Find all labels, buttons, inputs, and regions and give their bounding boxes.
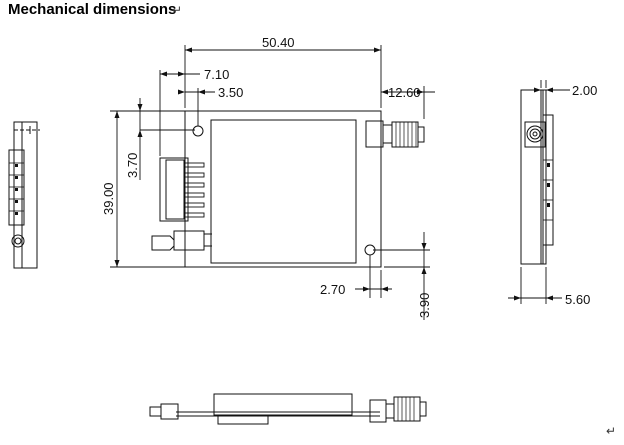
dim-hole-from-top: 3.70 — [125, 153, 140, 178]
paragraph-mark-end: ↵ — [606, 424, 617, 438]
paragraph-mark: ↵ — [172, 3, 183, 17]
dim-offset-pins: 7.10 — [204, 67, 229, 82]
left-side-view — [8, 121, 40, 269]
dim-offset-hole: 3.50 — [218, 85, 243, 100]
top-view — [151, 110, 425, 268]
dim-width-total: 50.40 — [262, 35, 295, 50]
dim-hole-bottom-x: 2.70 — [320, 282, 345, 297]
dim-hole-bottom-y: 3.90 — [417, 293, 432, 318]
bottom-view — [149, 393, 427, 425]
top-view-dimension-lines — [110, 45, 435, 320]
right-view-arrowheads — [514, 87, 553, 301]
dim-height-total: 39.00 — [101, 182, 116, 215]
dim-antenna-length: 12.60 — [388, 85, 421, 100]
top-view-arrowheads — [114, 47, 427, 292]
dim-side-depth: 5.60 — [565, 292, 590, 307]
dim-board-thickness: 2.00 — [572, 83, 597, 98]
page-title: Mechanical dimensions — [8, 1, 177, 18]
